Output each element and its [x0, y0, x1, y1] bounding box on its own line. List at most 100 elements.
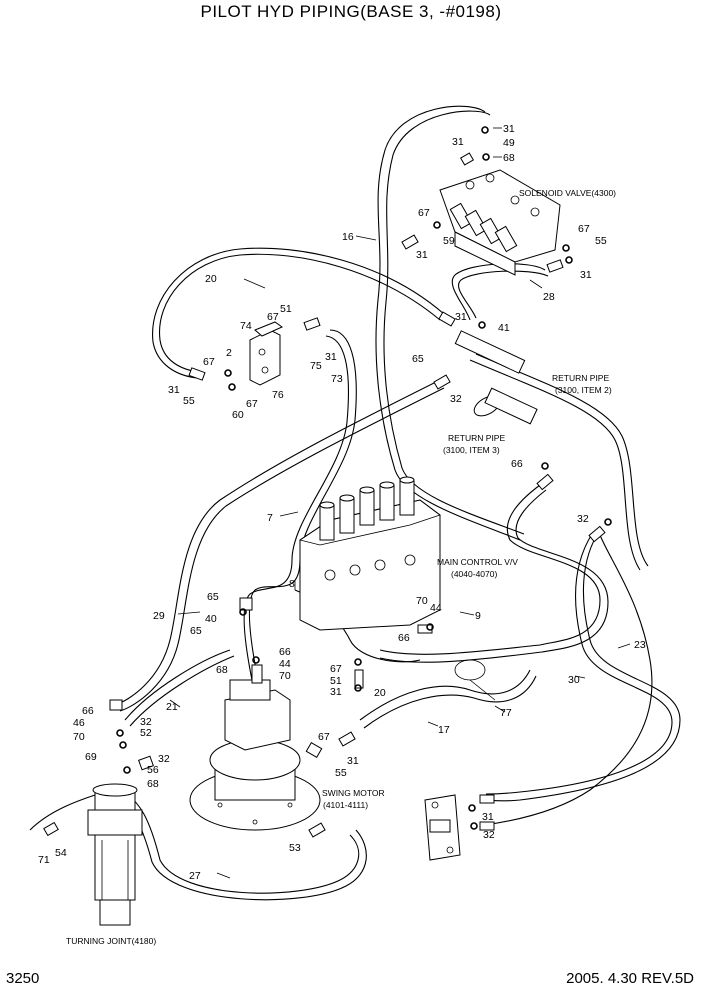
- callout: 66: [511, 458, 523, 470]
- callout: 59: [443, 235, 455, 247]
- callout: 67: [330, 663, 342, 675]
- solenoid-valve-caption: SOLENOID VALVE(4300): [519, 188, 616, 198]
- callout: 31: [503, 123, 515, 135]
- callout: 60: [232, 409, 244, 421]
- clamp: [454, 659, 496, 701]
- page-title: PILOT HYD PIPING(BASE 3, -#0198): [200, 2, 502, 21]
- callout: 68: [503, 152, 515, 164]
- callout: 31: [455, 311, 467, 323]
- callout: 66: [279, 646, 291, 658]
- swing-motor-caption-sub: (4101-4111): [323, 800, 368, 810]
- pipe-71-54: [29, 794, 96, 831]
- return-pipe-3-caption-sub: (3100, ITEM 3): [443, 445, 500, 455]
- turning-joint-caption: TURNING JOINT(4180): [66, 936, 156, 946]
- callout: 54: [55, 847, 67, 859]
- callout: 75: [310, 360, 322, 372]
- callout: 51: [280, 303, 292, 315]
- pipe-28: [451, 263, 546, 321]
- pipe-16: [375, 105, 521, 541]
- bracket: [424, 794, 461, 861]
- callout: 32: [577, 513, 589, 525]
- callout: 31: [347, 755, 359, 767]
- callout: 30: [568, 674, 580, 686]
- main-control-valve-caption-sub: (4040-4070): [451, 569, 497, 579]
- callout: 20: [205, 273, 217, 285]
- callout: 67: [246, 398, 258, 410]
- callout: 31: [580, 269, 592, 281]
- callout: 65: [190, 625, 202, 637]
- callout: 70: [416, 595, 428, 607]
- pipe-9: [379, 484, 601, 655]
- callout: 73: [331, 373, 343, 385]
- callout: 32: [483, 829, 495, 841]
- page-number: 3250: [6, 970, 40, 987]
- callout: 31: [325, 351, 337, 363]
- pipe-lines: [29, 105, 681, 901]
- callout: 65: [207, 591, 219, 603]
- callout: 9: [475, 610, 481, 622]
- return-pipe-3-caption: RETURN PIPE: [448, 433, 505, 443]
- return-pipe-2-caption-sub: (3100, ITEM 2): [555, 385, 612, 395]
- callout: 28: [543, 291, 555, 303]
- callout: 53: [289, 842, 301, 854]
- callout: 76: [272, 389, 284, 401]
- pipe-27: [119, 789, 360, 894]
- callout: 31: [330, 686, 342, 698]
- callout: 49: [503, 137, 515, 149]
- callout: 31: [168, 384, 180, 396]
- callout: 27: [189, 870, 201, 882]
- callout: 65: [412, 353, 424, 365]
- callout: 21: [166, 701, 178, 713]
- return-pipe-2: [469, 359, 641, 571]
- callout: 2: [226, 347, 232, 359]
- callout: 55: [595, 235, 607, 247]
- callout: 55: [183, 395, 195, 407]
- solenoid-valve: [439, 169, 561, 276]
- callout: 56: [147, 764, 159, 776]
- pipe-20-upper: [159, 253, 441, 373]
- callout: 32: [158, 753, 170, 765]
- swing-motor: [189, 679, 321, 831]
- callout: 40: [205, 613, 217, 625]
- callout: 20: [374, 687, 386, 699]
- callout: 41: [498, 322, 510, 334]
- callout: 67: [203, 356, 215, 368]
- callout: 44: [279, 658, 291, 670]
- callout: 8: [289, 578, 295, 590]
- revision-date: 2005. 4.30 REV.5D: [566, 970, 694, 987]
- return-pipe-2-caption: RETURN PIPE: [552, 373, 609, 383]
- callout: 67: [578, 223, 590, 235]
- callout: 51: [330, 675, 342, 687]
- callout: 66: [398, 632, 410, 644]
- callout: 67: [418, 207, 430, 219]
- pipe-29: [114, 379, 441, 706]
- callout: 31: [482, 811, 494, 823]
- callout: 31: [416, 249, 428, 261]
- main-control-valve-caption: MAIN CONTROL V/V: [437, 557, 518, 567]
- callout: 70: [73, 731, 85, 743]
- callout: 74: [240, 320, 252, 332]
- pipe-21: [124, 649, 231, 721]
- callout: 46: [73, 717, 85, 729]
- fittings: [43, 152, 606, 838]
- main-control-valve: [299, 476, 441, 631]
- callout: 16: [342, 231, 354, 243]
- callout: 70: [279, 670, 291, 682]
- callout: 31: [452, 136, 464, 148]
- swing-motor-caption: SWING MOTOR: [322, 788, 385, 798]
- callout: 71: [38, 854, 50, 866]
- callout: 69: [85, 751, 97, 763]
- callout: 32: [140, 716, 152, 728]
- callout: 44: [430, 602, 442, 614]
- o-rings: [116, 126, 612, 830]
- leader-lines: [169, 127, 631, 879]
- callout: 52: [140, 727, 152, 739]
- turning-joint: [87, 783, 143, 926]
- callout: 68: [216, 664, 228, 676]
- callout: 32: [450, 393, 462, 405]
- block-valve: [249, 321, 283, 386]
- callout: 77: [500, 707, 512, 719]
- callout: 23: [634, 639, 646, 651]
- callout: 55: [335, 767, 347, 779]
